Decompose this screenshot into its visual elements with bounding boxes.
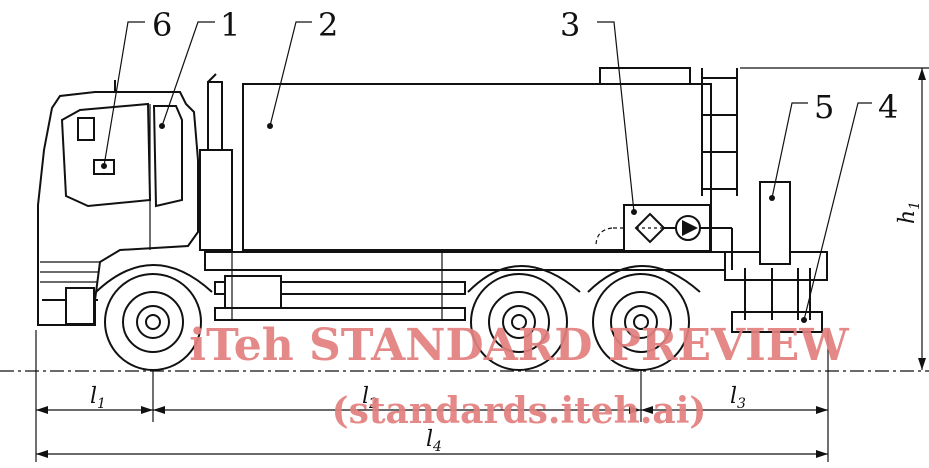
front-fender bbox=[95, 264, 213, 293]
cab bbox=[37, 80, 199, 326]
callout-1: 1 bbox=[220, 6, 240, 44]
exhaust-stack bbox=[199, 73, 233, 251]
watermark-line1: iTeh STANDARD PREVIEW bbox=[189, 320, 849, 371]
callout-4: 4 bbox=[878, 88, 898, 126]
callout-leaders bbox=[103, 21, 872, 321]
callout-6: 6 bbox=[152, 6, 172, 44]
pump-unit bbox=[595, 204, 732, 252]
dim-l4-label: l4 bbox=[426, 427, 442, 455]
dim-l1-label: l1 bbox=[90, 384, 106, 412]
dim-l3-label: l3 bbox=[730, 384, 746, 412]
callout-2: 2 bbox=[318, 6, 338, 44]
front-wheel bbox=[104, 273, 202, 371]
dimension-lines bbox=[35, 67, 929, 462]
callout-5: 5 bbox=[814, 88, 834, 126]
chassis-frame bbox=[204, 251, 828, 333]
dim-h1-label: h1 bbox=[895, 201, 923, 224]
watermark-line2: (standards.iteh.ai) bbox=[332, 390, 707, 432]
rear-wheel-1 bbox=[470, 273, 568, 371]
dim-l2-label: l2 bbox=[362, 384, 378, 412]
rear-fender-2 bbox=[587, 265, 701, 293]
rear-fender-1 bbox=[467, 265, 581, 293]
callout-3: 3 bbox=[560, 6, 580, 44]
rear-cabinet bbox=[731, 181, 811, 320]
